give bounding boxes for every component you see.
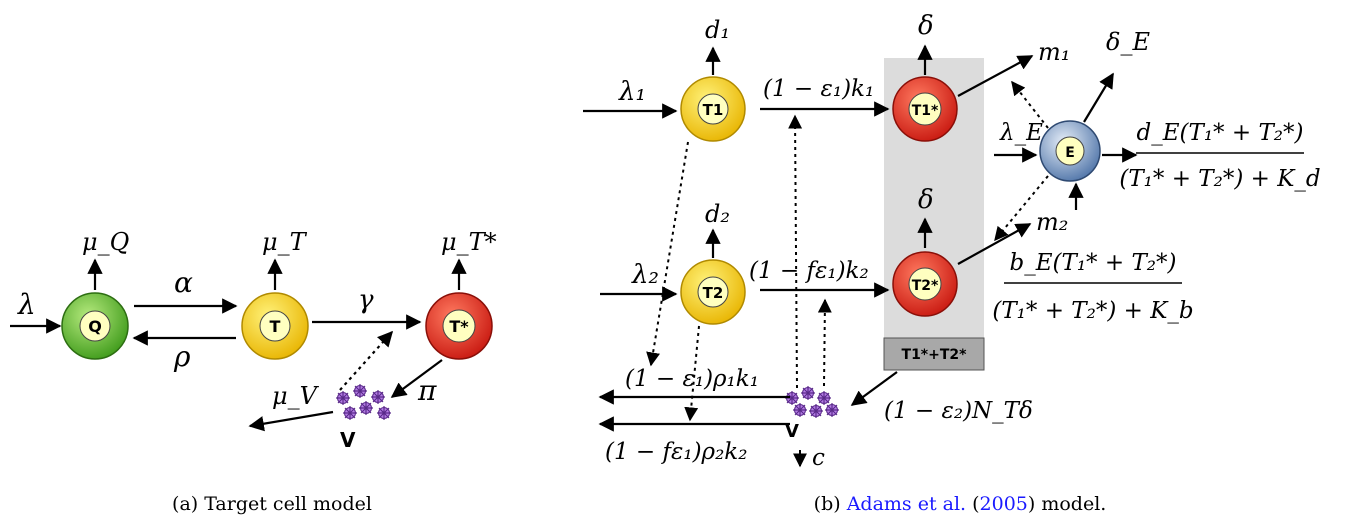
label-lambda2: λ₂: [631, 260, 659, 290]
fraction-e-death: d_E(T₁* + T₂*) (T₁* + T₂*) + K_d: [1119, 120, 1320, 192]
label-gamma: γ: [358, 285, 374, 315]
node-e: E: [1039, 120, 1101, 182]
node-t1-label: T1: [703, 101, 724, 119]
label-clearance: c: [812, 445, 825, 471]
arrow-production: [850, 371, 898, 406]
label-delta-mid: δ: [918, 185, 934, 215]
node-t2-star-label: T2*: [912, 278, 939, 294]
node-t1-star-label: T1*: [912, 103, 939, 119]
label-d1: d₁: [705, 16, 730, 44]
label-lambda1: λ₁: [618, 77, 646, 107]
label-inf1: (1 − ε₁)k₁: [763, 76, 874, 102]
label-mu-v: μ_V: [272, 382, 320, 410]
label-rho: ρ: [173, 340, 191, 373]
label-pi: π: [417, 374, 437, 407]
label-mu-q: μ_Q: [82, 228, 129, 256]
arrow-t2-to-v-dotted: [684, 325, 700, 422]
virus-label-a: V: [340, 428, 356, 452]
label-rho1: (1 − ε₁)ρ₁k₁: [625, 366, 759, 392]
label-alpha: α: [174, 266, 193, 299]
label-m2: m₂: [1036, 208, 1068, 236]
node-t2-label: T2: [703, 284, 724, 302]
caption-a: (a) Target cell model: [172, 493, 372, 515]
arrow-pi: [390, 359, 443, 398]
virus-cluster-b: [784, 385, 840, 419]
panel-a: Q T T* V: [10, 228, 497, 515]
caption-b-year[interactable]: 2005: [980, 493, 1028, 515]
arrow-virus-dotted: [339, 330, 394, 391]
arrow-t1-to-v-dotted: [646, 141, 689, 367]
node-t1: T1: [680, 76, 746, 142]
node-t-star: T*: [425, 292, 493, 360]
frac-birth-denominator: (T₁* + T₂*) + K_b: [992, 298, 1193, 324]
label-inf2: (1 − fε₁)k₂: [749, 258, 869, 284]
caption-b: (b) Adams et al. (2005) model.: [814, 493, 1107, 515]
frac-birth-numerator: b_E(T₁* + T₂*): [1010, 250, 1177, 276]
label-mu-tstar: μ_T*: [441, 228, 497, 256]
node-t2: T2: [680, 259, 746, 325]
box-t1-t2-star-label: T1*+T2*: [902, 347, 968, 363]
caption-b-citation[interactable]: Adams et al.: [846, 493, 966, 515]
label-delta-top: δ: [918, 11, 934, 41]
label-mu-t: μ_T: [262, 228, 308, 256]
node-t: T: [241, 292, 309, 360]
label-d2: d₂: [705, 200, 730, 228]
frac-death-denominator: (T₁* + T₂*) + K_d: [1119, 166, 1320, 192]
box-t1-t2-star: [883, 337, 985, 371]
node-t2-star: T2*: [892, 251, 958, 317]
label-delta-e: δ_E: [1106, 28, 1150, 56]
node-t-label: T: [270, 317, 281, 336]
node-q: Q: [61, 292, 129, 360]
arrow-m2: [957, 223, 1032, 265]
virus-cluster-a: [335, 383, 392, 421]
arrow-delta-e: [1083, 72, 1114, 123]
caption-b-close: ) model.: [1028, 493, 1106, 515]
arrow-v-to-t1-dotted: [788, 114, 803, 389]
label-lambda-e: λ_E: [999, 120, 1043, 146]
frac-death-numerator: d_E(T₁* + T₂*): [1137, 120, 1304, 146]
node-t1-star: T1*: [892, 76, 958, 142]
node-t-star-label: T*: [449, 317, 469, 336]
label-rho2: (1 − fε₁)ρ₂k₂: [605, 439, 747, 465]
label-m1: m₁: [1038, 38, 1070, 66]
arrow-v-to-t2-dotted: [817, 298, 832, 387]
arrow-mu-v: [248, 410, 334, 432]
label-production: (1 − ε₂)N_Tδ: [884, 398, 1033, 424]
caption-b-prefix: (b): [814, 493, 847, 515]
fraction-e-birth: b_E(T₁* + T₂*) (T₁* + T₂*) + K_b: [992, 250, 1193, 324]
node-q-label: Q: [88, 317, 102, 336]
arrow-e-kill-t1: [1011, 80, 1049, 129]
arrow-m1: [957, 55, 1034, 97]
node-e-label: E: [1065, 145, 1075, 161]
label-lambda: λ: [17, 288, 36, 321]
panel-b: T1*+T2* T1 T2 T1* T2* E: [583, 11, 1321, 515]
virus-label-b: V: [785, 421, 799, 442]
caption-b-open: (: [966, 493, 979, 515]
